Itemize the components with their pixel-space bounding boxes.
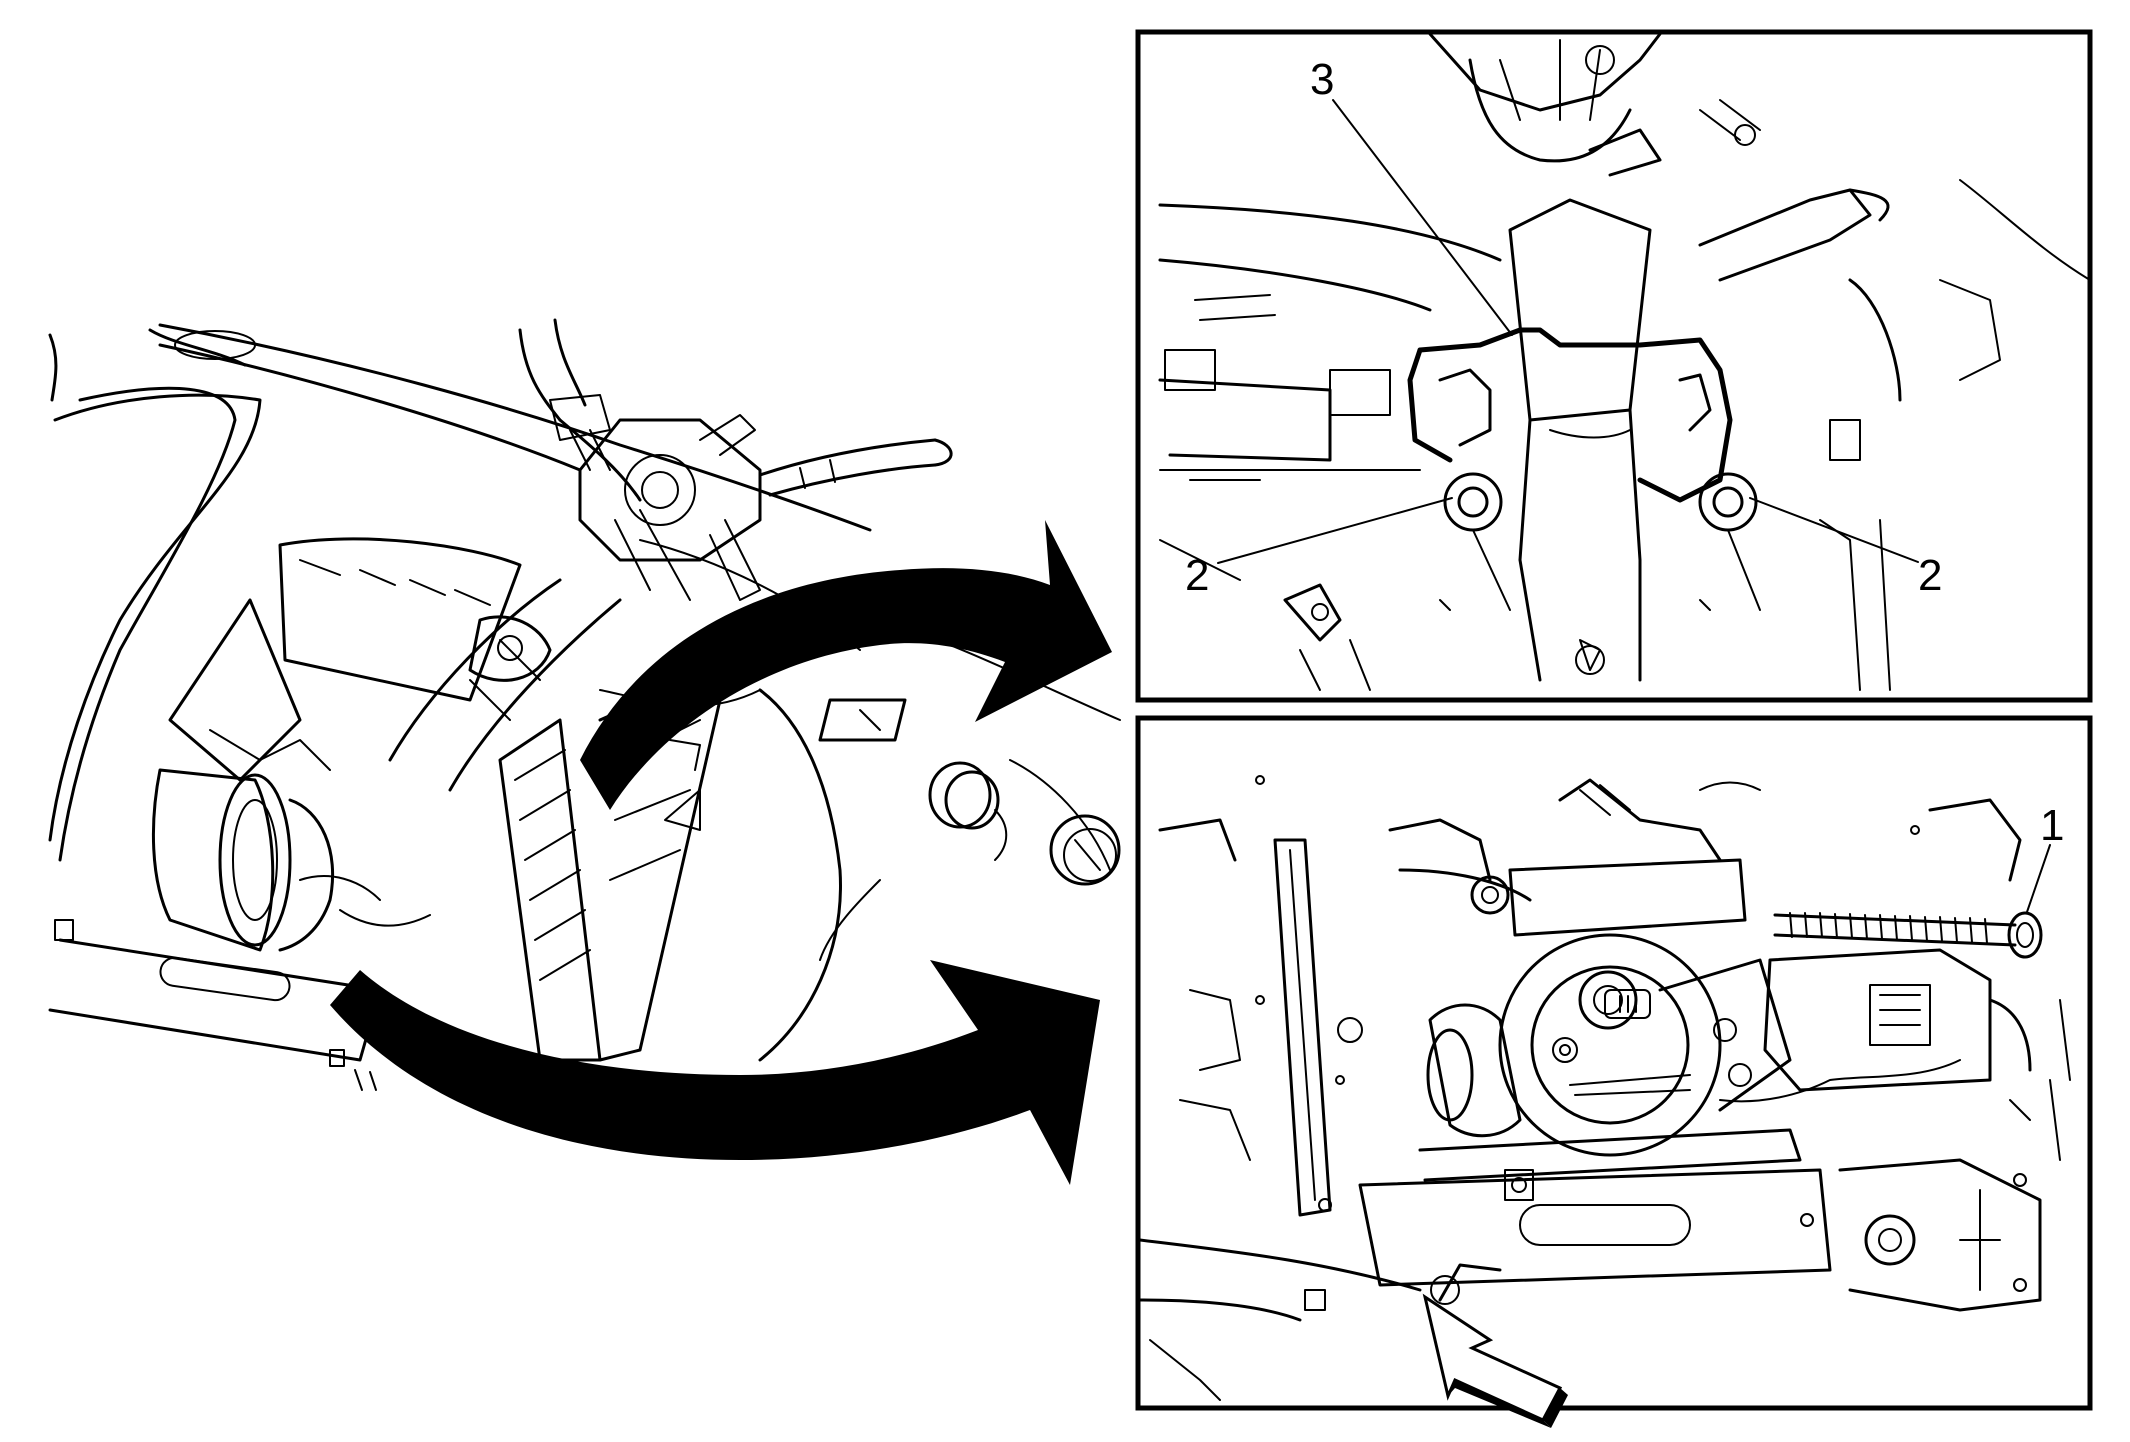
leader-line-2-left [1217, 497, 1453, 564]
lower-detail-view: 1 [1135, 715, 2093, 1428]
arrow-to-lower-view-icon [330, 960, 1100, 1185]
lower-mounting-bracket [1358, 1168, 1832, 1287]
leader-line-2-right [1749, 497, 1919, 563]
callout-2-right: 2 [1918, 551, 1942, 600]
callout-2-left: 2 [1185, 551, 1209, 600]
lower-detail-frame [1135, 715, 2093, 1411]
upper-detail-frame [1135, 29, 2093, 703]
transition-arrows [330, 520, 1112, 1185]
arrow-to-upper-view-icon [580, 520, 1112, 810]
overview-drawing [48, 318, 1121, 1091]
upper-detail-view: 3 2 2 [1135, 29, 2093, 703]
leader-line-3 [1332, 99, 1513, 336]
bolt-head [2007, 911, 2043, 959]
leader-line-1 [2026, 844, 2051, 913]
eps-motor-housing [1498, 933, 1722, 1157]
callout-1: 1 [2040, 801, 2064, 850]
callout-3: 3 [1310, 55, 1334, 104]
